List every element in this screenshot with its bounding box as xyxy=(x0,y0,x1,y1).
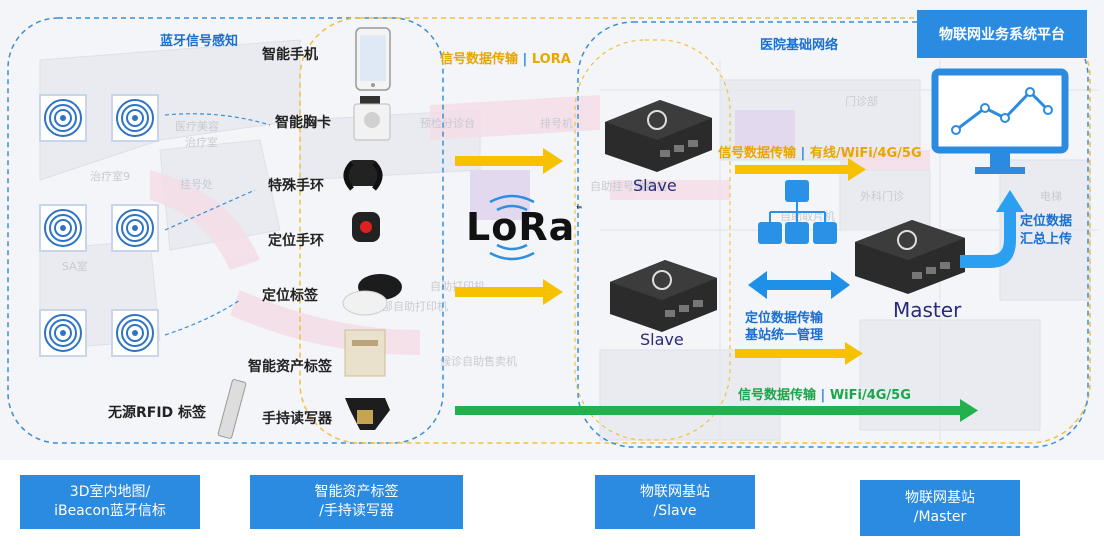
lora-wave-icon xyxy=(489,194,535,261)
wired-transmission-prefix: 信号数据传输 xyxy=(718,146,797,161)
map-text-8: 门诊部 xyxy=(845,94,878,108)
slave-device-icon xyxy=(605,100,712,172)
map-text-12: 排号机 xyxy=(540,116,573,130)
wired-transmission-label: 信号数据传输 | 有线/WiFi/4G/5G xyxy=(718,142,922,161)
ibeacon-icon xyxy=(111,94,159,142)
wifi-arrow xyxy=(455,399,978,422)
network-hierarchy-icon xyxy=(758,180,837,244)
position-arrow xyxy=(735,342,863,365)
wired-arrow xyxy=(735,158,866,181)
handheld-reader-icon xyxy=(345,398,390,430)
beacon-icons xyxy=(39,94,159,357)
lora-logo: LoRa™ xyxy=(466,205,584,249)
bottom-asset-line2: /手持读写器 xyxy=(319,503,394,519)
bottom-slave-line2: /Slave xyxy=(653,503,697,519)
slave-device-icon xyxy=(610,260,717,332)
lora-arrow-bottom xyxy=(455,279,563,305)
bottom-master-line2: /Master xyxy=(913,509,967,525)
bottom-map-line1: 3D室内地图/ xyxy=(69,484,151,500)
rfid-tag-label: 无源RFID 标签 xyxy=(108,405,207,421)
platform-title: 物联网业务系统平台 xyxy=(939,27,1065,43)
ibeacon-icon xyxy=(39,309,87,357)
slave-zone-outline xyxy=(574,39,731,441)
map-text-13: 候诊自助售卖机 xyxy=(440,354,517,368)
special-bracelet-label: 特殊手环 xyxy=(268,178,324,194)
upload-label-line1: 定位数据 xyxy=(1020,214,1073,229)
smart-phone-label: 智能手机 xyxy=(262,47,318,63)
hospital-network-outline xyxy=(577,21,1089,448)
handheld-reader-label: 手持读写器 xyxy=(262,411,332,427)
upload-label-line2: 汇总上传 xyxy=(1020,232,1073,247)
lora-logo-tm: ™ xyxy=(575,205,585,214)
platform-title-box: 物联网业务系统平台 xyxy=(917,10,1087,58)
lora-arrow-top xyxy=(455,148,563,174)
ibeacon-icon xyxy=(39,204,87,252)
monitor-chart-icon xyxy=(931,68,1069,174)
bottom-box-slave: 物联网基站 /Slave xyxy=(595,475,755,529)
lora-transmission-prefix: 信号数据传输 xyxy=(440,52,519,67)
hospital-network-title: 医院基础网络 xyxy=(760,38,839,53)
map-text-2: 治疗室 xyxy=(185,135,218,149)
position-double-arrow xyxy=(748,271,850,299)
bottom-asset-line1: 智能资产标签 xyxy=(314,484,399,500)
location-bracelet-icon xyxy=(352,212,380,242)
wired-transmission-suffix: 有线/WiFi/4G/5G xyxy=(809,146,922,161)
rfid-tag-icon xyxy=(217,379,247,439)
wifi-transmission-suffix: WiFi/4G/5G xyxy=(829,388,911,403)
map-text-15: 外科门诊 xyxy=(860,189,904,203)
map-text-4: SA室 xyxy=(62,259,88,273)
lora-logo-text: LoRa xyxy=(466,205,576,249)
wifi-transmission-prefix: 信号数据传输 xyxy=(738,388,817,403)
separator: | xyxy=(800,146,806,161)
wifi-transmission-label: 信号数据传输 | WiFi/4G/5G xyxy=(738,384,911,403)
smart-badge-label: 智能胸卡 xyxy=(275,115,331,131)
diagram-overlay xyxy=(7,17,1091,448)
bluetooth-zone-outline xyxy=(7,17,444,444)
ibeacon-icon xyxy=(39,94,87,142)
map-text-3: 治疗室9 xyxy=(90,169,130,183)
slave-label-1: Slave xyxy=(633,176,677,195)
map-text-1: 医疗美容 xyxy=(175,119,219,133)
position-transmission-line1: 定位数据传输 xyxy=(745,311,824,326)
beacon-connectors xyxy=(164,113,271,336)
lora-transmission-label: 信号数据传输 | LORA xyxy=(440,48,571,67)
map-text-14: 电梯 xyxy=(1040,190,1062,203)
bluetooth-zone-title: 蓝牙信号感知 xyxy=(160,34,239,49)
lora-transmission-suffix: LORA xyxy=(531,52,571,67)
bottom-slave-line1: 物联网基站 xyxy=(640,484,710,500)
upload-arrow xyxy=(960,190,1024,268)
lora-zone-outline xyxy=(299,17,1091,444)
position-transmission-line2: 基站统一管理 xyxy=(745,328,824,343)
slave-label-2: Slave xyxy=(640,330,684,349)
map-text-6: 预检分诊台 xyxy=(420,116,475,130)
bottom-box-master: 物联网基站 /Master xyxy=(860,480,1020,536)
location-bracelet-label: 定位手环 xyxy=(268,233,324,249)
map-text-9: 自助挂号缴费机 xyxy=(590,179,667,193)
ibeacon-icon xyxy=(111,309,159,357)
separator: | xyxy=(820,388,826,403)
map-text-5: 挂号处 xyxy=(180,177,213,191)
special-bracelet-icon xyxy=(343,160,383,191)
asset-tag-label: 智能资产标签 xyxy=(248,359,332,375)
separator: | xyxy=(522,52,528,67)
master-device-icon xyxy=(855,220,965,294)
bottom-map-line2: iBeacon蓝牙信标 xyxy=(54,503,166,519)
smart-badge-icon xyxy=(353,96,391,141)
bottom-box-map: 3D室内地图/ iBeacon蓝牙信标 xyxy=(20,475,200,529)
bottom-master-line1: 物联网基站 xyxy=(905,490,975,506)
asset-tag-icon xyxy=(344,329,386,377)
location-tag-label: 定位标签 xyxy=(262,288,318,304)
ibeacon-icon xyxy=(111,204,159,252)
master-label: Master xyxy=(893,298,962,322)
bottom-box-asset: 智能资产标签 /手持读写器 xyxy=(250,475,463,529)
location-tag-icon xyxy=(342,274,402,316)
smart-phone-icon xyxy=(355,27,391,91)
